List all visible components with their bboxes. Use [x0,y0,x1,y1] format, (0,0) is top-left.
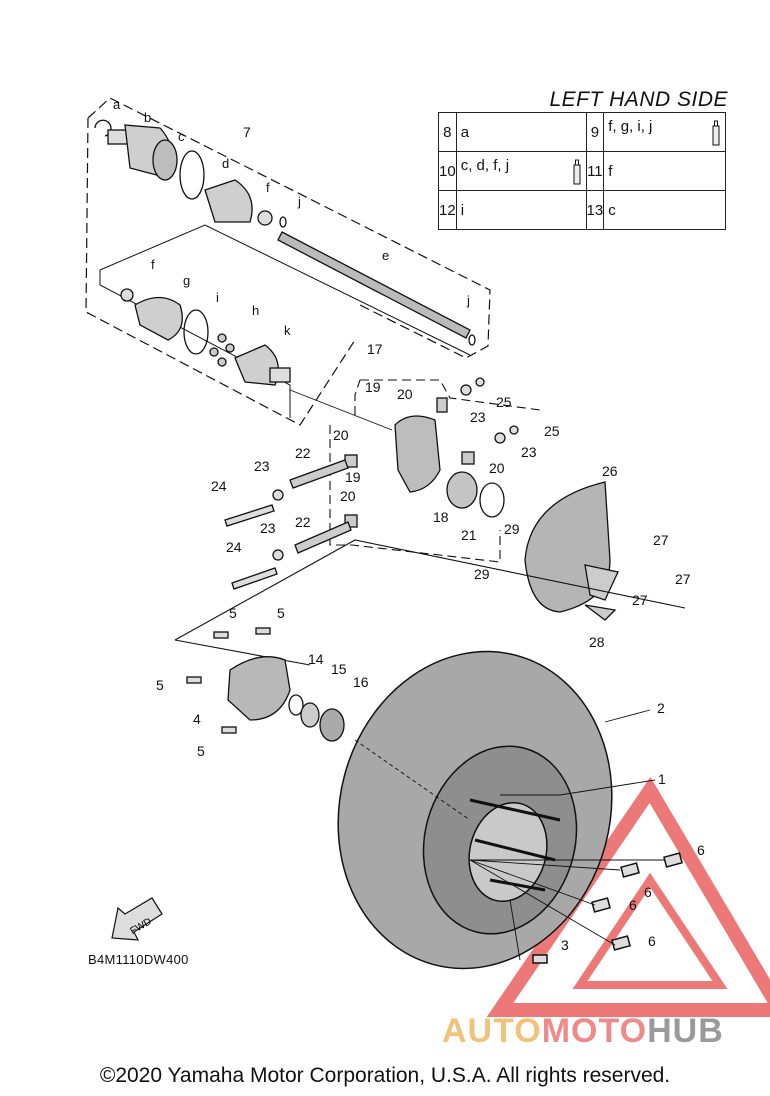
watermark-part: MOTO [541,1012,648,1050]
callout-15: 15 [331,661,347,677]
legend-value-with-icon: f, g, i, j [603,112,726,152]
callout-27a: 27 [653,532,669,548]
legend-value: c [603,190,726,230]
lubricant-legend-table: 8 a 9 f, g, i, j 10 c, d, f, j 11 f 12 i… [438,112,726,230]
callout-b: b [144,110,151,125]
callout-22a: 22 [295,445,311,461]
callout-f2: f [151,257,155,272]
leader-lines [289,389,665,961]
callout-20b: 20 [333,427,349,443]
legend-value: a [455,112,587,152]
callout-28: 28 [589,634,605,650]
watermark-part: AUTO [442,1012,542,1050]
callout-5a: 5 [229,605,237,621]
callout-3: 3 [561,937,569,953]
callout-4: 4 [193,711,201,727]
callout-18: 18 [433,509,449,525]
callout-29a: 29 [504,521,520,537]
legend-value: c, d, f, j [460,157,510,174]
callout-24b: 24 [226,539,242,555]
legend-num: 13 [585,190,605,230]
copyright-notice: ©2020 Yamaha Motor Corporation, U.S.A. A… [99,1064,671,1087]
callout-20d: 20 [340,488,356,504]
callout-g: g [183,273,190,288]
callout-5c: 5 [156,677,164,693]
callout-1: 1 [658,771,666,787]
callout-2: 2 [657,700,665,716]
callout-14: 14 [308,651,324,667]
grease-tube-icon [573,159,581,185]
callout-e: e [382,248,389,263]
callout-23d: 23 [260,520,276,536]
knuckle-outline [329,379,541,563]
legend-row: 8 a 9 f, g, i, j [438,112,726,152]
callout-h: h [252,303,259,318]
callout-6a: 6 [697,842,705,858]
knuckle-parts [224,377,519,590]
hub-outline [174,539,686,666]
callout-23b: 23 [254,458,270,474]
legend-num: 8 [438,112,457,152]
brake-disc [524,481,619,621]
callout-21: 21 [461,527,477,543]
callout-19b: 19 [345,469,361,485]
legend-num: 12 [438,190,457,230]
callout-c: c [178,129,185,144]
callout-5b: 5 [277,605,285,621]
callout-i: i [216,290,219,305]
wheel-assembly [337,650,683,970]
grease-tube-icon [712,120,720,146]
callout-20a: 20 [397,386,413,402]
callout-27c: 27 [632,592,648,608]
callout-23a: 23 [470,409,486,425]
callout-24a: 24 [211,478,227,494]
callout-j1: j [297,194,301,209]
callout-f1: f [266,180,270,195]
callout-5d: 5 [197,743,205,759]
callout-6b: 6 [644,884,652,900]
inner-boot-outline [99,224,471,418]
callout-22b: 22 [295,514,311,530]
callout-6d: 6 [648,933,656,949]
fwd-arrow-icon: FWD [111,897,163,941]
callout-26: 26 [602,463,618,479]
legend-value-with-icon: c, d, f, j [455,151,587,191]
driveshaft-outline [85,97,491,426]
callout-6c: 6 [629,897,637,913]
callout-27b: 27 [675,571,691,587]
callout-k: k [284,323,291,338]
callout-20c: 20 [489,460,505,476]
callout-7: 7 [243,124,251,140]
callout-16: 16 [353,674,369,690]
legend-value: f, g, i, j [608,118,653,135]
diagram-code: B4M1110DW400 [88,952,189,967]
callout-25a: 25 [496,394,512,410]
callout-d: d [222,156,229,171]
legend-num: 9 [585,112,605,152]
watermark-text: AUTOMOTOHUB [442,1012,724,1051]
callout-a: a [113,97,121,112]
callout-17: 17 [367,341,383,357]
legend-row: 12 i 13 c [438,190,726,230]
callout-29b: 29 [474,566,490,582]
legend-value: f [603,151,726,191]
legend-num: 10 [438,151,457,191]
callout-25b: 25 [544,423,560,439]
watermark-part: HUB [647,1012,724,1050]
callout-j2: j [466,293,470,308]
hub-parts [186,627,345,742]
legend-num: 11 [585,151,605,191]
legend-value: i [455,190,587,230]
legend-row: 10 c, d, f, j 11 f [438,151,726,191]
callout-19a: 19 [365,379,381,395]
callout-23c: 23 [521,444,537,460]
callout-labels: 1 2 3 4 5 5 5 5 6 6 6 6 7 14 15 16 17 18… [113,97,705,953]
legend-title: LEFT HAND SIDE [549,88,728,111]
drive-shaft-parts [94,119,476,386]
